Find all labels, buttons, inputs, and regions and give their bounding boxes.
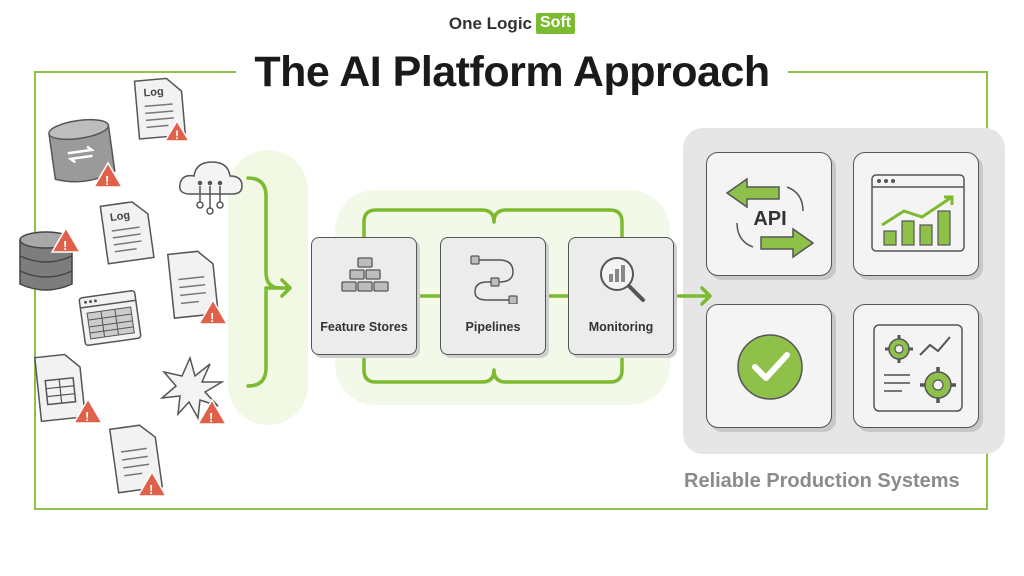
pipes-icon <box>470 255 518 304</box>
loop-bottom <box>362 354 624 384</box>
success-tile <box>706 304 832 428</box>
api-sync-icon: API <box>725 177 815 259</box>
database-icon: ! <box>19 226 82 291</box>
burst-error-icon: ! <box>159 355 228 425</box>
page-title: The AI Platform Approach <box>236 44 788 100</box>
outputs-label: Reliable Production Systems <box>684 470 960 492</box>
api-tile: API <box>706 152 832 276</box>
gears-report-icon <box>873 324 963 412</box>
gear-icon <box>920 367 956 403</box>
svg-text:!: ! <box>209 410 213 425</box>
svg-text:!: ! <box>210 310 214 325</box>
document-icon: ! <box>108 424 168 497</box>
brand-name: One Logic <box>448 13 532 33</box>
database-sync-icon: ! <box>48 118 124 188</box>
svg-text:!: ! <box>175 128 179 142</box>
brand-badge: Soft <box>536 13 576 34</box>
growth-chart-icon <box>871 174 965 252</box>
log-label: Log <box>109 209 131 224</box>
stage-monitoring: Monitoring <box>568 237 674 355</box>
check-circle-icon <box>737 334 803 400</box>
stage-feature-stores: Feature Stores <box>311 237 417 355</box>
operations-tile <box>853 304 979 428</box>
svg-text:!: ! <box>85 409 89 424</box>
warning-icon: ! <box>163 119 191 142</box>
cloud-network-icon <box>178 161 243 215</box>
api-label: API <box>753 208 786 230</box>
log-label: Log <box>143 86 164 100</box>
bricks-icon <box>341 257 389 292</box>
gear-icon <box>885 335 913 363</box>
warning-icon: ! <box>196 398 228 425</box>
warning-icon: ! <box>92 161 124 188</box>
spreadsheet-window-icon <box>78 289 142 347</box>
warning-icon: ! <box>136 470 168 497</box>
magnifier-chart-icon <box>600 257 645 302</box>
analytics-tile <box>853 152 979 276</box>
log-file-icon: Log <box>99 201 155 265</box>
warning-icon: ! <box>197 298 229 325</box>
warning-icon: ! <box>50 226 82 253</box>
svg-text:!: ! <box>63 238 67 253</box>
svg-text:!: ! <box>105 173 109 188</box>
table-document-icon: ! <box>33 353 104 424</box>
page-title-wrap: The AI Platform Approach <box>0 44 1024 100</box>
warning-icon: ! <box>72 397 104 424</box>
stage-label: Monitoring <box>588 320 654 334</box>
brand-logo: One Logic Soft <box>0 13 1024 34</box>
stage-label: Pipelines <box>465 320 521 334</box>
converge-arrow <box>264 278 292 298</box>
svg-text:!: ! <box>149 482 153 497</box>
converge-bracket <box>246 176 282 388</box>
stage-pipelines: Pipelines <box>440 237 546 355</box>
document-icon: ! <box>166 250 229 325</box>
loop-top <box>362 208 624 238</box>
log-file-icon: Log ! <box>133 77 191 142</box>
output-arrow <box>674 286 712 306</box>
stage-label: Feature Stores <box>320 320 408 334</box>
